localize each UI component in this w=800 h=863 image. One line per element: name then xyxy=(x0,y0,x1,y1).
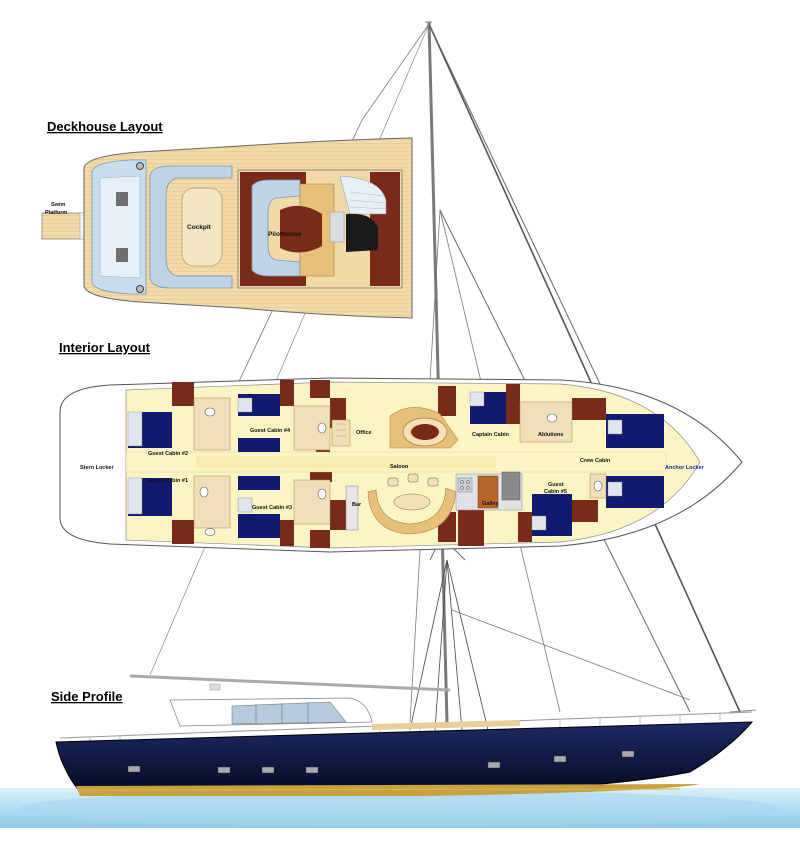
guest-cabin-4-label: Guest Cabin #4 xyxy=(250,428,291,434)
guest-cabin-1-label: Guest Cabin #1 xyxy=(148,478,188,484)
side-profile xyxy=(0,674,800,828)
anchor-locker-label: Anchor Locker xyxy=(665,465,705,471)
stern-locker-label: Stern Locker xyxy=(80,465,114,471)
deckhouse-layout-title: Deckhouse Layout xyxy=(47,119,163,134)
crew-cabin-label: Crew Cabin xyxy=(580,458,611,464)
interior-layout-title: Interior Layout xyxy=(59,340,151,355)
guest-cabin-3-label: Guest Cabin #3 xyxy=(252,505,292,511)
deckhouse-plan: Cockpit Pilothouse Swim Platform xyxy=(41,137,413,319)
ablutions-label: Ablutions xyxy=(538,432,563,438)
saloon-area xyxy=(331,407,459,535)
galley-label: Galley xyxy=(482,501,499,507)
rigging xyxy=(129,21,741,731)
office-label: Office xyxy=(356,430,372,436)
guest-cabin-5-label-2: Cabin #5 xyxy=(544,489,567,495)
pilothouse-label: Pilothouse xyxy=(268,231,302,238)
cockpit-table xyxy=(181,187,223,267)
guest-cabin-2-label: Guest Cabin #2 xyxy=(148,451,188,457)
saloon-label: Saloon xyxy=(390,464,409,470)
swim-platform-label-2: Platform xyxy=(45,210,67,216)
galley-area xyxy=(455,471,523,511)
captain-cabin-label: Captain Cabin xyxy=(472,432,510,438)
bar-label: Bar xyxy=(352,502,362,508)
interior-plan: Stern Locker Guest Cabin #2 Guest Cabin … xyxy=(59,377,743,553)
swim-platform-label: Swim xyxy=(51,202,65,208)
guest-cabin-5-label: Guest xyxy=(548,482,564,488)
cockpit-label: Cockpit xyxy=(187,224,212,231)
portholes xyxy=(127,750,635,774)
bunk-cabin-3 xyxy=(238,514,280,538)
side-profile-title: Side Profile xyxy=(51,689,123,704)
hull-profile xyxy=(55,721,754,793)
guest-cabins-aft xyxy=(127,394,331,538)
